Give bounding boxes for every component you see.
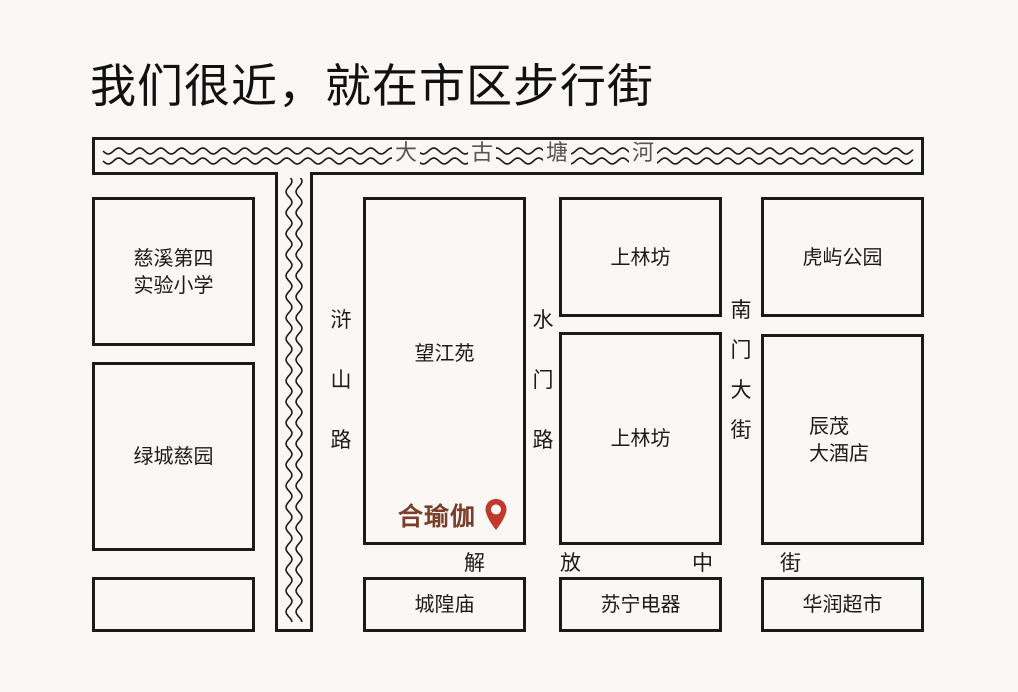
block-huarun: 华润超市 — [761, 577, 924, 632]
block-chenghuangmiao: 城隍庙 — [363, 577, 526, 632]
road-jiefang-char-2: 放 — [560, 551, 581, 575]
location-marker[interactable]: 合瑜伽 — [398, 497, 508, 533]
block-label: 上林坊 — [610, 426, 671, 450]
block-shanglinfang-south: 上林坊 — [559, 332, 722, 545]
road-jiefang-char-4: 街 — [780, 551, 801, 575]
block-label: 望江苑 — [414, 341, 475, 365]
block-huyu-park: 虎屿公园 — [761, 197, 924, 317]
block-cixi-school: 慈溪第四 实验小学 — [92, 197, 255, 346]
block-label: 绿城慈园 — [133, 444, 214, 468]
block-label: 华润超市 — [802, 592, 883, 616]
page-title: 我们很近，就在市区步行街 — [90, 59, 654, 113]
river-dagutang — [92, 137, 924, 175]
block-label: 慈溪第四 实验小学 — [133, 245, 214, 297]
river-branch-wave-lines — [285, 175, 303, 623]
block-suning: 苏宁电器 — [559, 577, 722, 632]
road-jiefang-char-1: 解 — [464, 551, 485, 575]
road-jiefang-char-3: 中 — [692, 551, 713, 575]
block-label: 虎屿公园 — [802, 244, 883, 269]
river-name-char-2: 古 — [468, 141, 497, 167]
block-chenmao-hotel: 辰茂 大酒店 — [761, 334, 924, 545]
block-shanglinfang-north: 上林坊 — [559, 197, 722, 317]
river-junction — [278, 170, 310, 178]
block-lvcheng: 绿城慈园 — [92, 362, 255, 551]
block-label: 苏宁电器 — [600, 592, 681, 616]
block-label: 城隍庙 — [414, 592, 475, 616]
map-pin-icon — [485, 499, 507, 530]
river-branch — [275, 172, 313, 632]
road-nanmen: 南 门 大 街 — [730, 298, 752, 442]
block-label: 上林坊 — [610, 244, 671, 269]
road-hushan: 浒 山 路 — [330, 308, 352, 452]
river-name-char-1: 大 — [392, 141, 421, 167]
block-wangjiangyuan: 望江苑 — [363, 197, 526, 545]
road-shuimen: 水 门 路 — [532, 308, 554, 452]
river-name-char-4: 河 — [629, 141, 658, 167]
block-label: 辰茂 大酒店 — [809, 413, 869, 465]
marker-label: 合瑜伽 — [398, 502, 477, 531]
river-name-char-3: 塘 — [543, 141, 572, 167]
river-wave-lines — [102, 147, 914, 165]
block-unnamed — [92, 577, 255, 632]
